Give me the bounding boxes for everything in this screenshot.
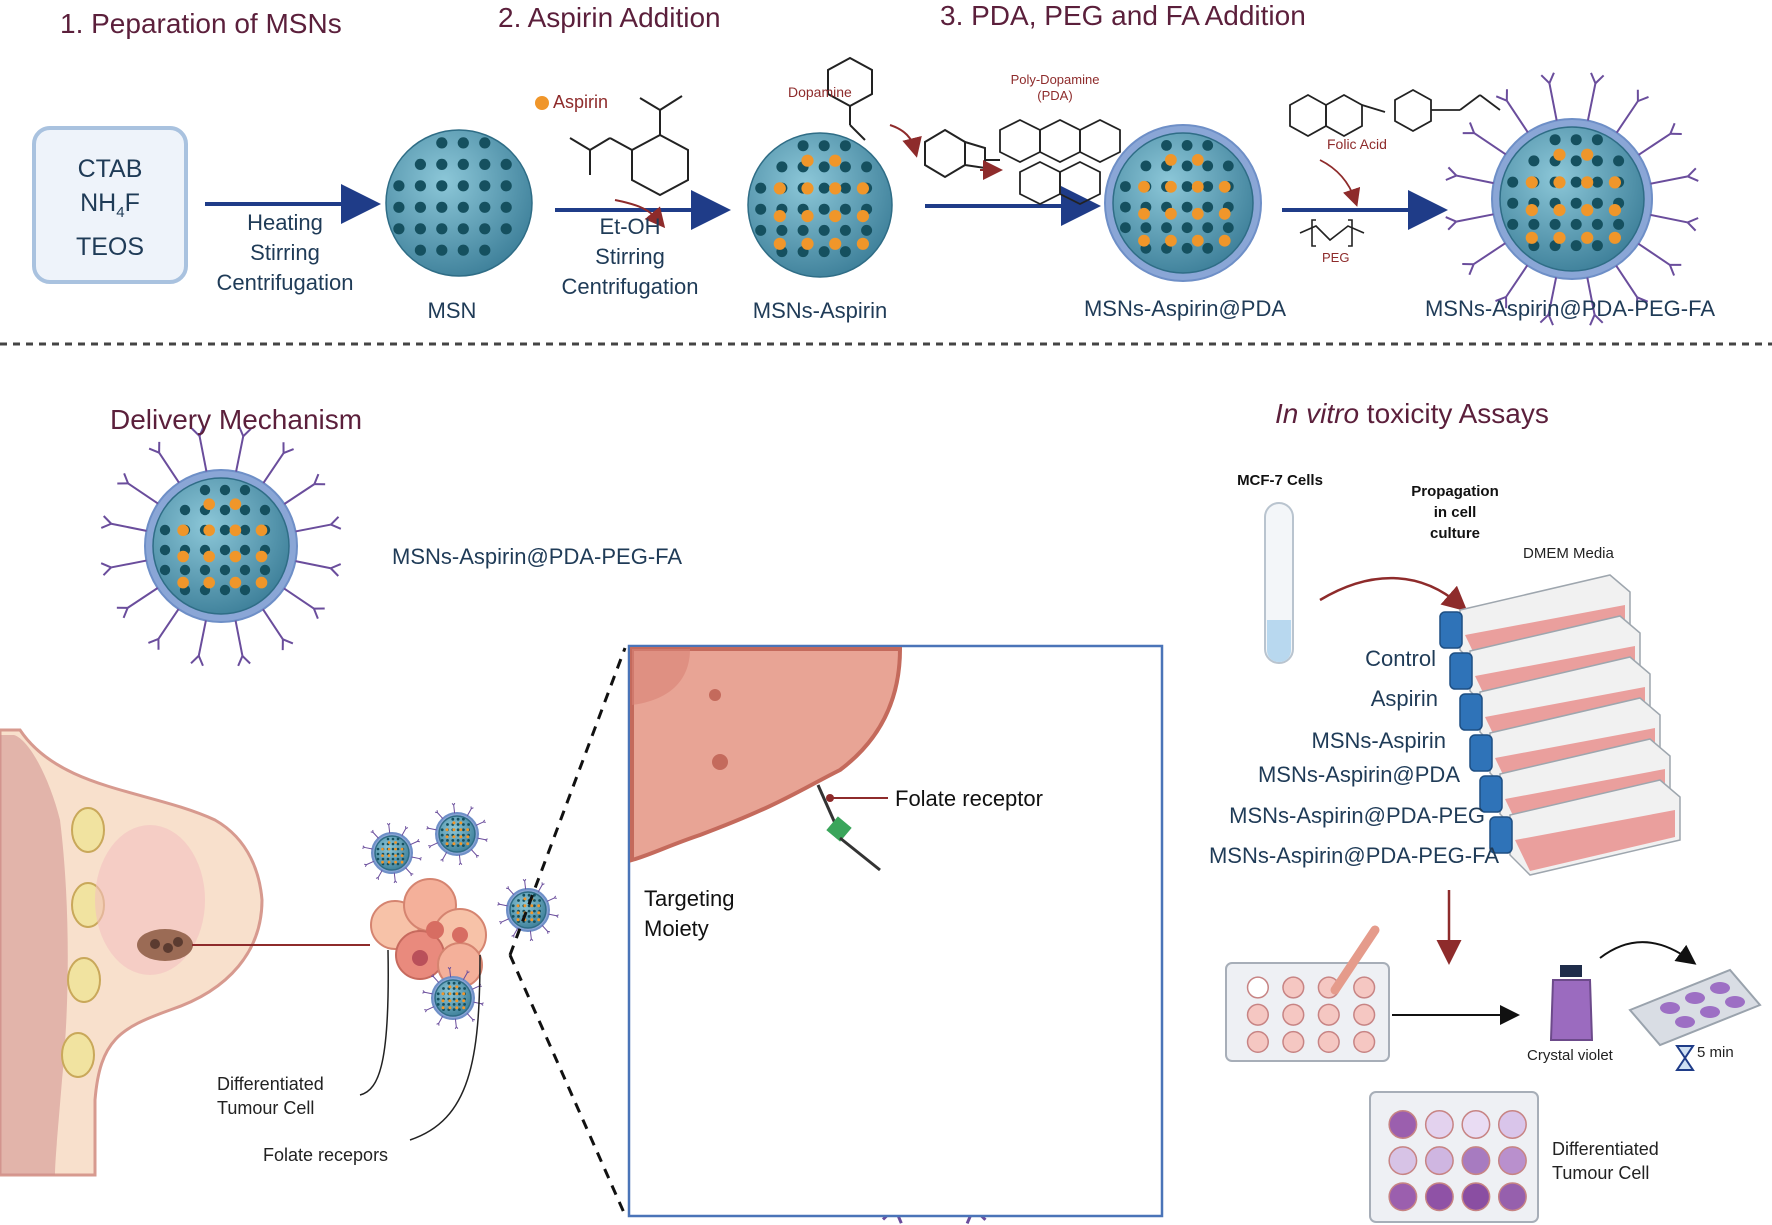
test-tube-icon <box>1264 502 1294 664</box>
small-particle-icon <box>422 966 484 1030</box>
condition-centrifugation: Centrifugation <box>216 270 354 295</box>
step2-conditions: Et-OH Stirring Centrifugation <box>545 212 715 302</box>
targeting-moiety-label: Targeting Moiety <box>644 886 735 941</box>
dmem-label: DMEM Media <box>1523 545 1614 562</box>
sample-msns-final: MSNs-Aspirin@PDA-PEG-FA <box>1208 843 1499 868</box>
msn-sphere-icon <box>385 129 533 277</box>
msn-aspirin-sphere-icon <box>747 132 893 278</box>
cell-membrane <box>630 647 903 863</box>
aspirin-dot-icon <box>535 96 549 110</box>
step1-conditions: Heating Stirring Centrifugation <box>200 208 370 298</box>
leader-differentiated <box>359 949 389 1096</box>
crystal-violet-vial-icon <box>1549 965 1594 1041</box>
tumour-cluster-icon <box>370 878 487 988</box>
condition-heating: Heating <box>247 210 323 235</box>
aspirin-label: Aspirin <box>553 92 609 112</box>
msns-final-label: MSNs-Aspirin@PDA-PEG-FA <box>1424 296 1716 321</box>
step2-title: 2. Aspirin Addition <box>498 2 721 33</box>
delivery-particle-label: MSNs-Aspirin@PDA-PEG-FA <box>392 544 683 569</box>
peg-label: PEG <box>1322 250 1350 265</box>
dopamine-label: Dopamine <box>788 84 852 100</box>
mcf7-label: MCF-7 Cells <box>1237 472 1323 489</box>
msns-aspirin-label: MSNs-Aspirin <box>752 298 888 323</box>
pda-label: Poly-Dopamine (PDA) <box>1010 72 1100 103</box>
sample-msns-aspirin: MSNs-Aspirin <box>1311 728 1446 753</box>
sample-msns-aspirin-pda: MSNs-Aspirin@PDA <box>1257 762 1460 787</box>
msns-aspirin-pda-label: MSNs-Aspirin@PDA <box>1083 296 1287 321</box>
reagent-ctab: CTAB <box>77 155 143 183</box>
stained-plate-icon <box>1628 968 1762 1047</box>
time-label: 5 min <box>1697 1044 1734 1061</box>
sample-msns-aspirin-pda-peg: MSNs-Aspirin@PDA-PEG <box>1229 803 1485 828</box>
aspirin-molecule-icon <box>569 95 689 229</box>
reagent-nh4f: NH4F <box>80 189 140 221</box>
pda-polymer-icon <box>999 118 1121 206</box>
hourglass-icon <box>1675 1045 1695 1071</box>
propagation-label: Propagation in cell culture <box>1411 483 1499 542</box>
breast-illustration <box>0 728 370 1177</box>
delivery-title: Delivery Mechanism <box>110 404 363 435</box>
dopamine-molecule-icon <box>827 56 922 158</box>
folate-receptor-icon <box>826 816 852 842</box>
condition-stirring: Stirring <box>250 240 320 265</box>
condition-etoh: Et-OH <box>599 214 661 239</box>
folic-acid-label: Folic Acid <box>1327 136 1387 152</box>
zoom-line-bottom <box>508 954 627 1216</box>
differentiated-cell-label: Differentiated Tumour Cell <box>217 1074 324 1118</box>
well-plate-1 <box>1225 962 1390 1062</box>
peg-molecule-icon <box>1299 219 1365 247</box>
small-particle-icon <box>362 822 422 884</box>
folic-acid-molecule-icon <box>1289 88 1501 207</box>
tumour-small-particles <box>362 802 559 1030</box>
arrow-to-flasks <box>1319 576 1468 612</box>
reagent-list: CTAB NH4F TEOS <box>38 152 182 264</box>
reagent-box <box>32 126 188 284</box>
sample-aspirin: Aspirin <box>1370 686 1438 711</box>
msn-label: MSN <box>427 298 477 323</box>
pipette-icon <box>1330 925 1380 995</box>
step1-title: 1. Peparation of MSNs <box>60 8 342 39</box>
small-particle-icon <box>497 878 559 942</box>
flask-stack <box>1439 574 1681 876</box>
arrow-vial-to-plate <box>1599 941 1697 965</box>
crystal-violet-label: Crystal violet <box>1527 1047 1613 1064</box>
zoom-line-top <box>508 647 627 956</box>
delivery-particle-icon <box>100 425 342 667</box>
well-plate-2 <box>1369 1091 1539 1223</box>
condition-stirring-2: Stirring <box>595 244 665 269</box>
assays-title: In vitro toxicity Assays <box>1275 398 1549 429</box>
assay-result-label: Differentiated Tumour Cell <box>1552 1139 1659 1183</box>
condition-centrifugation-2: Centrifugation <box>561 274 699 299</box>
sample-control: Control <box>1365 646 1436 671</box>
culture-flask-icon <box>1489 779 1681 876</box>
reagent-teos: TEOS <box>75 233 145 261</box>
folate-receptors-label: Folate recepors <box>263 1145 389 1165</box>
msn-pda-sphere-icon <box>1104 124 1262 282</box>
step3-title: 3. PDA, PEG and FA Addition <box>940 0 1306 31</box>
folate-receptor-label: Folate receptor <box>895 786 1043 811</box>
msn-final-sphere-icon <box>1445 72 1699 326</box>
small-particle-icon <box>426 802 488 866</box>
leader-folate <box>409 954 481 1141</box>
